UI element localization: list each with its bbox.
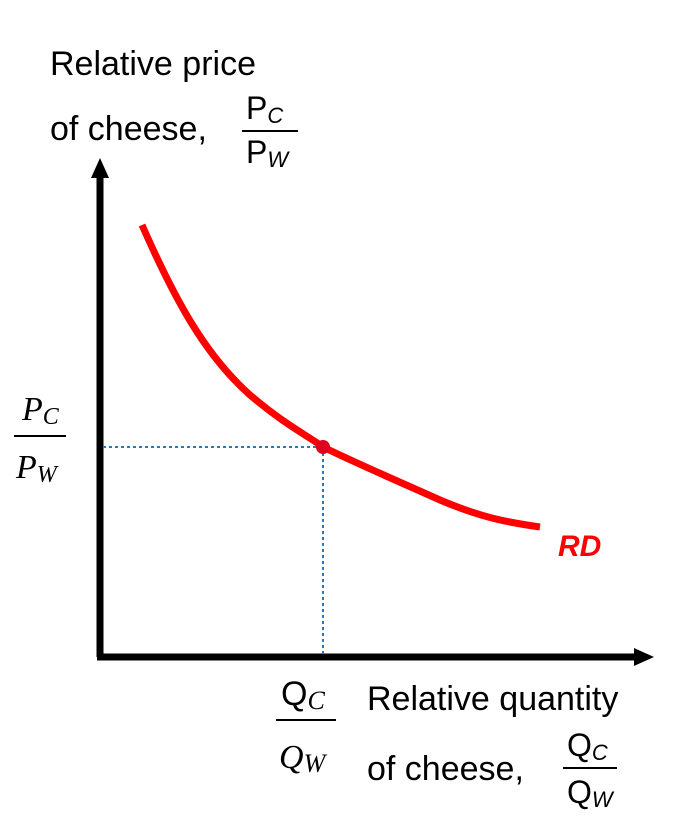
svg-text:PW: PW — [15, 449, 59, 488]
x-ratio-den: Q — [567, 774, 592, 810]
y-ratio-num: P — [246, 90, 267, 126]
y-axis-title-ratio: PC PW — [242, 90, 298, 172]
y-ratio-num-sub: C — [267, 103, 283, 128]
eq-price-den: P — [15, 449, 37, 486]
svg-text:PC: PC — [21, 391, 60, 430]
svg-text:PW: PW — [246, 134, 290, 172]
x-axis-title-line1: Relative quantity — [367, 680, 618, 718]
y-axis-arrowhead — [91, 158, 109, 178]
equilibrium-quantity-label: QC QW — [276, 675, 336, 778]
eq-qty-num-sub: C — [307, 686, 325, 715]
y-axis-title-line1: Relative price — [50, 45, 256, 83]
eq-price-num-sub: C — [43, 404, 60, 430]
eq-price-den-sub: W — [37, 462, 59, 488]
y-axis-title-line2: of cheese, — [50, 110, 207, 148]
equilibrium-price-label: PC PW — [14, 391, 66, 488]
rd-curve — [138, 223, 541, 531]
svg-text:QW: QW — [279, 739, 328, 778]
eq-price-num: P — [21, 391, 43, 428]
x-ratio-num: Q — [567, 727, 592, 763]
svg-text:QW: QW — [567, 774, 615, 812]
eq-qty-den-sub: W — [304, 749, 328, 778]
equilibrium-point — [316, 440, 330, 454]
y-ratio-den-sub: W — [267, 147, 290, 172]
x-axis-title-ratio: QC QW — [563, 727, 617, 812]
svg-text:QC: QC — [567, 727, 608, 765]
x-axis-arrowhead — [634, 648, 654, 666]
y-ratio-den: P — [246, 134, 267, 170]
svg-text:PC: PC — [246, 90, 283, 128]
x-axis-title-line2: of cheese, — [367, 750, 524, 788]
x-ratio-num-sub: C — [592, 740, 608, 765]
eq-qty-den: Q — [279, 739, 304, 776]
svg-text:QC: QC — [281, 675, 325, 715]
x-ratio-den-sub: W — [592, 787, 615, 812]
eq-qty-num: Q — [281, 675, 307, 713]
rd-curve-label: RD — [558, 530, 601, 563]
